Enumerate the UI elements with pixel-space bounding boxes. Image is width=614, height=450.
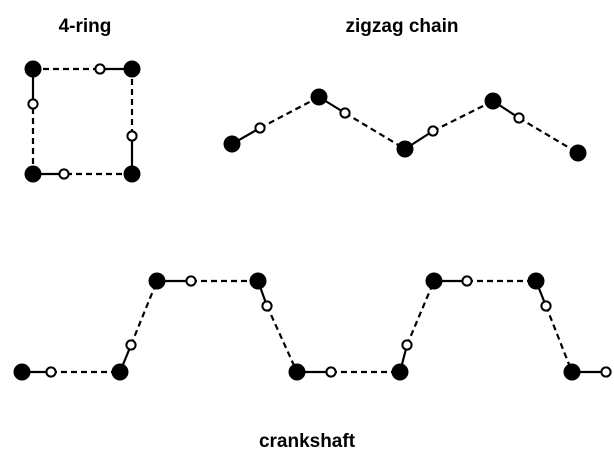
filled-atom xyxy=(111,363,129,381)
open-atom xyxy=(185,275,197,287)
dashed-bond xyxy=(259,96,320,129)
open-atom xyxy=(427,125,439,137)
open-atom xyxy=(45,366,57,378)
filled-atom xyxy=(123,60,141,78)
ring-title: 4-ring xyxy=(59,16,112,37)
filled-atom xyxy=(24,165,42,183)
open-atom xyxy=(325,366,337,378)
open-atom xyxy=(600,366,612,378)
filled-atom xyxy=(123,165,141,183)
open-atom xyxy=(94,63,106,75)
open-atom xyxy=(540,300,552,312)
filled-atom xyxy=(310,88,328,106)
open-atom xyxy=(513,112,525,124)
filled-atom xyxy=(527,272,545,290)
dashed-bond xyxy=(518,117,579,154)
filled-atom xyxy=(249,272,267,290)
dashed-bond xyxy=(544,305,574,373)
open-atom xyxy=(461,275,473,287)
crankshaft-motif xyxy=(13,272,612,381)
open-atom xyxy=(27,98,39,110)
filled-atom xyxy=(484,92,502,110)
filled-atom xyxy=(148,272,166,290)
filled-atom xyxy=(569,144,587,162)
filled-atom xyxy=(391,363,409,381)
dashed-bond xyxy=(129,280,159,346)
open-atom xyxy=(401,339,413,351)
open-atom xyxy=(126,130,138,142)
dashed-bond xyxy=(405,280,436,346)
zigzag-title: zigzag chain xyxy=(346,16,459,37)
dashed-bond xyxy=(344,112,406,150)
filled-atom xyxy=(396,140,414,158)
four-ring-motif xyxy=(24,60,141,183)
filled-atom xyxy=(24,60,42,78)
filled-atom xyxy=(563,363,581,381)
crankshaft-title: crankshaft xyxy=(259,431,356,450)
filled-atom xyxy=(223,135,241,153)
filled-atom xyxy=(13,363,31,381)
open-atom xyxy=(254,122,266,134)
open-atom xyxy=(261,300,273,312)
open-atom xyxy=(125,339,137,351)
filled-atom xyxy=(288,363,306,381)
dashed-bond xyxy=(265,305,299,373)
open-atom xyxy=(58,168,70,180)
dashed-bond xyxy=(432,100,494,132)
filled-atom xyxy=(425,272,443,290)
open-atom xyxy=(339,107,351,119)
zigzag-chain-motif xyxy=(223,88,587,162)
